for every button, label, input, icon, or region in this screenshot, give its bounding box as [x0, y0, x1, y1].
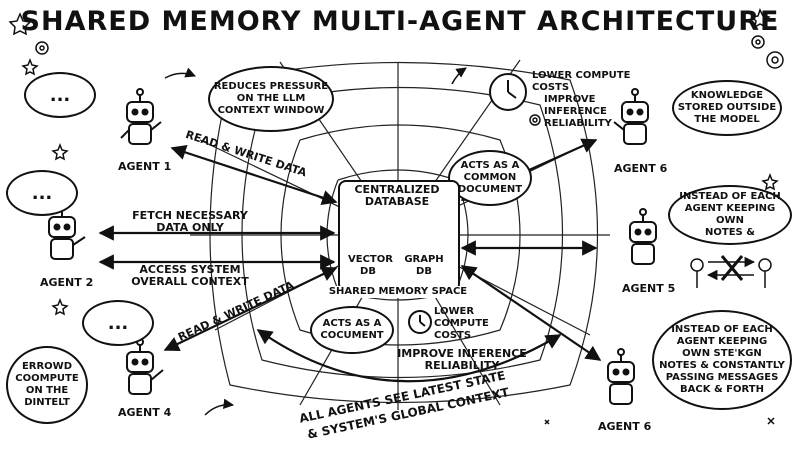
thought-bubble-agent4: ...	[82, 300, 154, 346]
graph-db-text: GRAPH	[404, 254, 444, 265]
vector-db-label: VECTOR DB	[348, 254, 393, 278]
bubble-text: BACK & FORTH	[680, 384, 764, 395]
bubble-text: NOTES &	[705, 227, 755, 238]
arrow-label-text: ACCESS SYSTEM	[139, 263, 241, 276]
bubble-text: KNOWLEDGE	[690, 90, 764, 101]
database-title: CENTRALIZED DATABASE	[340, 184, 454, 208]
bubble-text: ACTS AS A	[322, 318, 382, 329]
bubble-text: CONTEXT WINDOW	[217, 105, 325, 116]
bubble-text: INSTEAD OF EACH	[679, 191, 781, 202]
thought-bubble-agent2: ...	[6, 170, 78, 216]
bubble-text: ON THE LLM	[236, 93, 306, 104]
graph-db-text: DB	[416, 266, 432, 277]
bubble-text: REDUCES PRESSURE	[213, 81, 329, 92]
bubble-text: INSTEAD OF EACH	[671, 324, 773, 335]
robots	[48, 88, 657, 405]
clock-icons	[408, 73, 527, 334]
bubble-text: OWN STE'KGN	[682, 348, 762, 359]
vector-db-text: VECTOR	[348, 254, 393, 265]
arrow-label-text: DATA ONLY	[156, 221, 224, 234]
benefit-text: LOWER COMPUTE	[532, 70, 631, 81]
small-agents-illustration	[690, 255, 772, 288]
bubble-text: DINTELT	[24, 397, 70, 408]
agent-6-top-label: AGENT 6	[614, 162, 668, 175]
dots-text: ...	[31, 182, 53, 204]
agent-6-bottom-label: AGENT 6	[598, 420, 652, 433]
agent-4-label: AGENT 4	[118, 406, 172, 419]
bubble-text: AGENT KEEPING	[676, 336, 768, 347]
bubble-text: ON THE	[25, 385, 69, 396]
graph-db-label: GRAPH DB	[404, 254, 444, 278]
agent-5-label: AGENT 5	[622, 282, 676, 295]
bubble-text: NOTES & CONSTANTLY	[659, 360, 785, 371]
bubble-text: ACTS AS A	[460, 160, 520, 171]
benefits-top: LOWER COMPUTE COSTS IMPROVE INFERENCE RE…	[532, 70, 630, 130]
benefits-center: LOWER COMPUTE COSTS	[434, 306, 489, 342]
centralized-database	[338, 180, 460, 292]
benefit-text: RELIABILITY	[424, 359, 500, 372]
benefits-center-reliability: IMPROVE INFERENCE RELIABILITY	[392, 348, 532, 372]
database-title-line: CENTRALIZED	[354, 183, 440, 196]
vector-db-text: DB	[360, 266, 376, 277]
benefit-text: COSTS	[532, 82, 570, 93]
bubble-text: STORED OUTSIDE	[677, 102, 777, 113]
bubble-text: THE MODEL	[694, 114, 760, 125]
benefit-text: RELIABILITY	[544, 118, 612, 129]
decorations	[8, 8, 784, 425]
benefit-text: COMPUTE	[434, 318, 489, 329]
arrow-label-access: ACCESS SYSTEM OVERALL CONTEXT	[120, 264, 260, 288]
arrow-label-text: FETCH NECESSARY	[132, 209, 248, 222]
benefit-text: INFERENCE	[544, 106, 607, 117]
thought-bubble-agent1: ...	[24, 72, 96, 118]
arrow-label-text: OVERALL CONTEXT	[131, 275, 249, 288]
database-title-line: DATABASE	[364, 195, 430, 208]
benefit-text: LOWER	[434, 306, 475, 317]
benefit-text: IMPROVE	[544, 94, 596, 105]
agent-2-label: AGENT 2	[40, 276, 94, 289]
bubble-text: ERROWD	[21, 361, 73, 372]
bubble-text: PASSING MESSAGES	[665, 372, 779, 383]
bubble-text: AGENT KEEPING OWN	[684, 203, 776, 226]
arrow-label-fetch: FETCH NECESSARY DATA ONLY	[120, 210, 260, 234]
bubble-text: COMMON	[463, 172, 517, 183]
benefit-text: COSTS	[434, 330, 472, 341]
dots-text: ...	[49, 84, 71, 106]
shared-memory-space: SHARED MEMORY SPACE	[320, 286, 476, 298]
bubble-text: DOCUMENT	[457, 184, 523, 195]
agent-1-label: AGENT 1	[118, 160, 172, 173]
page-title: SHARED MEMORY MULTI-AGENT ARCHITECTURE	[20, 6, 780, 37]
benefit-text: IMPROVE INFERENCE	[397, 347, 527, 360]
dots-text: ...	[107, 312, 129, 334]
bubble-text: COCUMENT	[320, 330, 384, 341]
bubble-text: COOMPUTE	[15, 373, 79, 384]
